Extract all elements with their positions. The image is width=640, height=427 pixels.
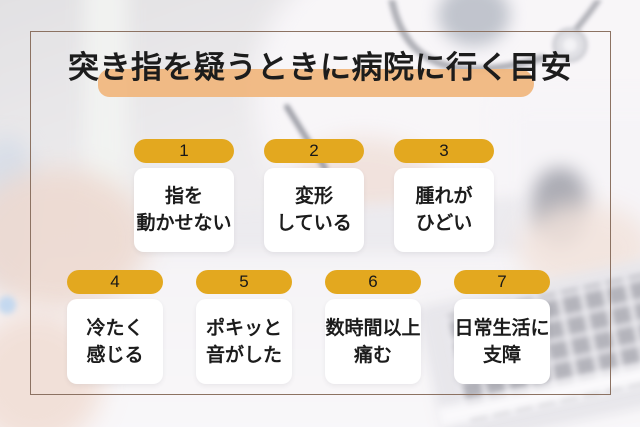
steps-row-2: 4 冷たく 感じる 5 ポキッと 音がした 6 数時間以上 痛む bbox=[67, 270, 550, 384]
step-number-badge: 5 bbox=[196, 270, 292, 294]
step-text-line: 変形 bbox=[294, 186, 333, 207]
step-text-line: 感じる bbox=[86, 344, 144, 366]
step-number-badge: 7 bbox=[454, 270, 550, 294]
step-item-1: 1 指を 動かせない bbox=[134, 139, 234, 252]
step-item-6: 6 数時間以上 痛む bbox=[325, 270, 421, 384]
step-text-line: ポキッと bbox=[205, 317, 282, 339]
title-area: 突き指を疑うときに病院に行く目安 bbox=[0, 0, 640, 110]
title-highlight bbox=[98, 69, 534, 97]
step-number: 6 bbox=[368, 272, 378, 291]
step-text-line: 指を bbox=[164, 186, 203, 207]
background-detail bbox=[0, 296, 16, 314]
step-number-badge: 3 bbox=[394, 139, 494, 163]
step-number-badge: 1 bbox=[134, 139, 234, 163]
step-text-line: 日常生活に bbox=[454, 317, 550, 339]
step-number-badge: 2 bbox=[264, 139, 364, 163]
step-item-4: 4 冷たく 感じる bbox=[67, 270, 163, 384]
step-text-line: 冷たく bbox=[86, 317, 144, 339]
step-text-line: している bbox=[276, 213, 352, 234]
step-card: 腫れが ひどい bbox=[394, 168, 494, 252]
step-text-line: 支障 bbox=[482, 344, 521, 366]
step-card: 指を 動かせない bbox=[134, 168, 234, 252]
step-text-line: 腫れが bbox=[415, 186, 473, 207]
step-text-line: 音がした bbox=[205, 344, 282, 366]
steps-row-1: 1 指を 動かせない 2 変形 している 3 腫れが ひどい bbox=[134, 139, 494, 252]
step-item-5: 5 ポキッと 音がした bbox=[196, 270, 292, 384]
step-text-line: 痛む bbox=[353, 344, 392, 366]
step-number: 7 bbox=[497, 272, 507, 291]
step-text-line: ひどい bbox=[415, 213, 473, 234]
step-number: 4 bbox=[110, 272, 120, 291]
step-text-line: 動かせない bbox=[136, 213, 232, 234]
step-card: 冷たく 感じる bbox=[67, 299, 163, 384]
step-number: 3 bbox=[439, 141, 449, 160]
step-number: 5 bbox=[239, 272, 249, 291]
step-card: ポキッと 音がした bbox=[196, 299, 292, 384]
step-card: 日常生活に 支障 bbox=[454, 299, 550, 384]
step-number-badge: 6 bbox=[325, 270, 421, 294]
step-card: 変形 している bbox=[264, 168, 364, 252]
step-number: 2 bbox=[309, 141, 319, 160]
step-item-3: 3 腫れが ひどい bbox=[394, 139, 494, 252]
page-title: 突き指を疑うときに病院に行く目安 bbox=[68, 50, 572, 85]
step-item-2: 2 変形 している bbox=[264, 139, 364, 252]
step-number-badge: 4 bbox=[67, 270, 163, 294]
step-card: 数時間以上 痛む bbox=[325, 299, 421, 384]
step-item-7: 7 日常生活に 支障 bbox=[454, 270, 550, 384]
step-number: 1 bbox=[179, 141, 189, 160]
step-text-line: 数時間以上 bbox=[325, 317, 421, 339]
